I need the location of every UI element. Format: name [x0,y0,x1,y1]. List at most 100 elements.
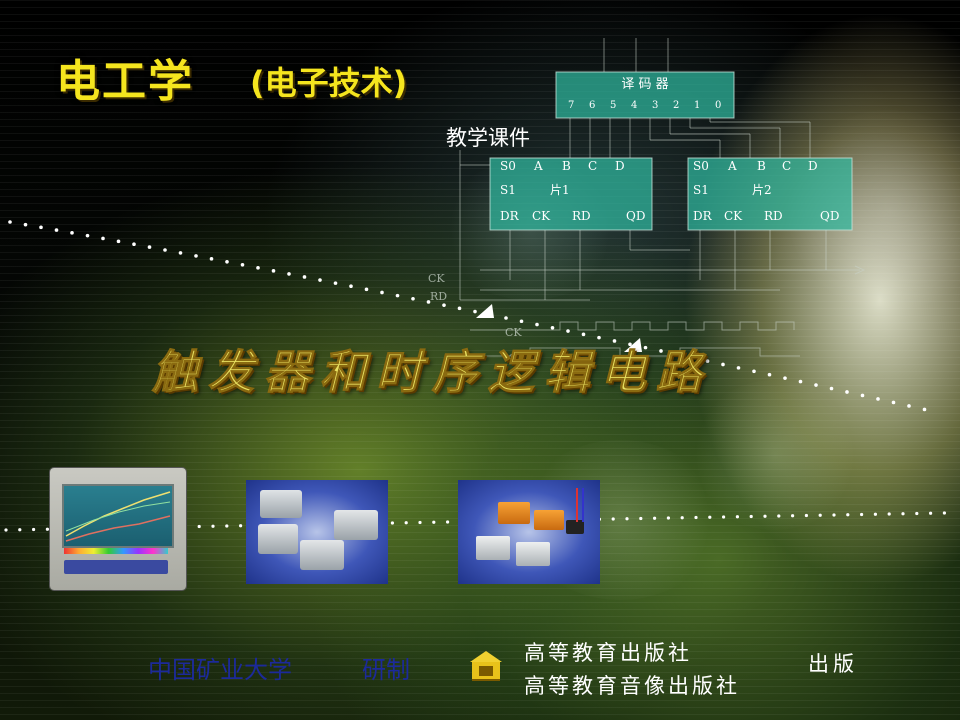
decorative-dot [31,527,36,532]
decorative-dot [922,407,927,412]
decorative-dot [271,269,276,273]
decorative-dot [929,511,933,515]
decorative-dot [380,290,384,295]
page-subtitle: (电子技术) [250,64,408,102]
chip2-b: B [757,159,766,173]
chip1-c: C [588,159,597,173]
decorative-dot [860,393,865,398]
chip2-ck: CK [724,209,743,223]
bokeh-glow [780,110,960,310]
device-screen [62,484,174,548]
courseware-label: 教学课件 [446,126,530,150]
decorative-dot [4,528,8,532]
chip1-rd: RD [572,209,591,223]
chip2-s1: S1 [693,183,709,197]
decorative-dot [132,242,136,246]
decorative-dot [519,319,524,324]
encoder-input-6: 6 [589,100,595,111]
decorative-dot [70,231,74,235]
decorative-dot [256,266,260,270]
decorative-dot [318,278,322,282]
decorative-dot [721,362,725,367]
decorative-dot [666,516,671,520]
decorative-dot [873,512,878,516]
encoder-input-3: 3 [652,100,658,111]
decorative-dot [473,309,477,314]
decorative-dot [23,222,28,227]
signal-ck: CK [428,272,445,285]
chip1-d: D [615,159,625,173]
decorative-dot [404,521,408,525]
screen-graph [65,491,171,542]
decorative-dot [735,515,740,519]
decorative-dot [116,239,121,244]
decorative-dot [625,517,629,521]
chapter-title: 触发器和时序逻辑电路 [152,345,712,400]
decorative-dot [942,511,947,515]
decorative-dot [752,369,756,374]
recorder-device-image [50,468,186,590]
bokeh-glow [440,160,620,300]
chip2-name: 片2 [752,183,772,197]
page-title: 电工学 [56,56,194,107]
chip2-a: A [727,159,737,173]
decorative-dot [829,386,834,391]
decorative-dot [907,404,911,408]
device-colorbar [64,548,168,554]
decorative-dot [488,312,493,317]
decorative-dot [680,516,684,520]
signal-rd: RD [430,290,447,303]
decorative-dot [860,512,864,517]
university-name: 中国矿业大学 [148,656,292,684]
decorative-dot [722,515,726,519]
chip1-s1: S1 [500,183,516,197]
encoder-input-1: 1 [694,100,700,111]
decorative-dot [446,520,450,524]
decorative-dot [45,527,50,531]
decorative-dot [846,513,850,517]
decorative-dot [777,514,781,518]
decorative-dot [418,520,422,525]
decorative-dot [767,372,772,377]
decorative-dot [901,512,905,516]
decorative-dot [85,233,90,238]
encoder-input-4: 4 [631,100,637,111]
bokeh-glow [690,380,860,530]
decorative-dot [240,263,245,267]
decorative-dot [783,376,787,380]
decorative-dot [442,303,446,307]
decorative-dot [763,514,767,518]
decorative-dot [653,516,657,520]
decorative-dot [804,513,809,518]
decorative-dot [147,245,152,249]
relay-modules-image [458,480,600,584]
decorative-dot [302,275,307,279]
chip1-name: 片1 [550,183,570,197]
decorative-dot [814,383,818,387]
decorative-dot [39,225,43,230]
decorative-dot [891,400,896,405]
decorative-dot [504,316,508,320]
chip2-dr: DR [693,209,713,223]
capacitor-modules-image [246,480,388,584]
decorative-dot [395,293,400,298]
decorative-dot [101,236,105,241]
decorative-dot [287,272,291,276]
decorative-dot [535,322,539,327]
chip1-ck: CK [532,209,551,223]
chip1-qd: QD [626,209,645,223]
decorative-dot [915,511,919,516]
arrow-marker [476,304,494,318]
encoder-input-7: 7 [568,100,574,111]
chip1-dr: DR [500,209,520,223]
decorative-dot [426,300,431,304]
chip1-a: A [533,159,543,173]
decorative-dot [832,513,836,517]
decorative-dot [8,220,12,224]
chip2-d: D [808,159,818,173]
encoder-label: 译 码 器 [621,77,668,92]
device-buttons [64,560,168,574]
publisher-1: 高等教育出版社 [524,641,692,665]
decorative-dot [211,524,215,528]
encoder-input-5: 5 [610,100,616,111]
